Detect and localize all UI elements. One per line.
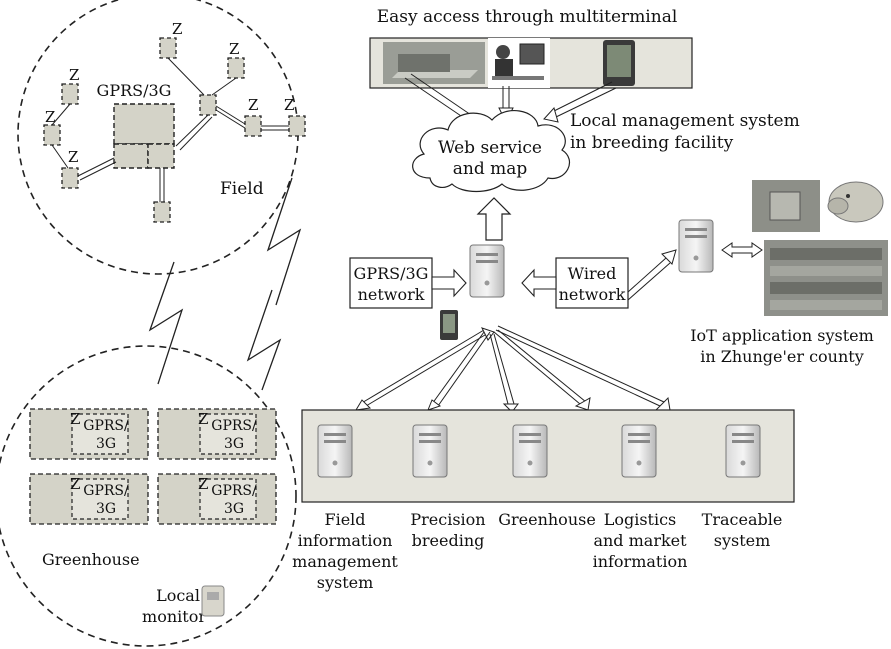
greenhouse-node-label: Z (198, 410, 208, 428)
web-service-cloud: Web service and map (412, 110, 570, 193)
web-service-label-line1: Web service (438, 138, 542, 158)
system-label-line: Field (324, 510, 365, 529)
wireless-link-bolts (148, 177, 302, 391)
field-node-label: Z (172, 20, 182, 38)
greenhouse-node-label: Z (198, 475, 208, 493)
field-label: Field (220, 179, 264, 199)
field-node-label: Z (68, 148, 78, 166)
laptop-terminal-picture (383, 42, 485, 84)
field-node-label: Z (69, 66, 79, 84)
access-title: Easy access through multiterminal (377, 7, 678, 27)
greenhouse-cell-label: GPRS/ (83, 483, 129, 499)
system-label-line: system (317, 573, 374, 592)
system-label-line: information (298, 531, 393, 550)
greenhouse-area: Z Z Z Z GPRS/ 3G GPRS/ 3G GPRS/ 3G GPRS/… (0, 345, 297, 647)
system-label-line: breeding (412, 531, 485, 550)
system-server (621, 424, 657, 478)
mobile-device-picture (440, 310, 458, 340)
system-label-line: Precision (410, 510, 485, 529)
wired-network-box: Wired network (555, 257, 629, 309)
field-node (199, 94, 217, 116)
circuit-board-picture (752, 180, 820, 232)
systems-bar (301, 409, 795, 503)
desktop-user-picture (488, 38, 550, 88)
greenhouse-cell-label: 3G (96, 501, 116, 517)
system-label-line: and market (593, 531, 687, 550)
system-server (412, 424, 448, 478)
local-monitor-device-picture (201, 585, 225, 617)
system-label-line: management (292, 552, 398, 571)
field-node (43, 124, 61, 146)
greenhouse-node-label: Z (70, 410, 80, 428)
greenhouse-cell-label: GPRS/ (211, 418, 257, 434)
gprs-network-label-line1: GPRS/3G (354, 264, 429, 283)
local-monitor-label-line1: Local (156, 586, 200, 605)
field-node-label: Z (229, 40, 239, 58)
system-label-line: Greenhouse (498, 510, 596, 529)
greenhouse-cell-label: 3G (96, 436, 116, 452)
greenhouse-cell-label: 3G (224, 436, 244, 452)
system-label-line: system (714, 531, 771, 550)
wired-to-server-arrow (521, 268, 557, 298)
gprs-to-server-arrow (431, 268, 467, 298)
gprs-network-box: GPRS/3G network (349, 257, 433, 309)
field-links (51, 57, 289, 202)
system-server (317, 424, 353, 478)
field-gprs-device (113, 103, 175, 145)
field-node-label: Z (45, 108, 55, 126)
system-label-line: Logistics (604, 510, 677, 529)
system-server (725, 424, 761, 478)
web-service-label-line2: and map (453, 159, 528, 179)
local-mgmt-label-line1: Local management system (570, 111, 800, 131)
iot-to-wired-arrow (627, 249, 677, 301)
greenhouse-area-label: Greenhouse (42, 550, 140, 569)
mobile-terminal-picture (603, 40, 635, 86)
iot-caption-line2: in Zhunge'er county (700, 347, 864, 366)
server-to-cloud-arrow (476, 197, 512, 241)
field-area: GPRS/3G Z Z Z Z Z Z Z (17, 0, 306, 275)
field-node (227, 57, 245, 79)
central-server (469, 244, 505, 298)
field-node (288, 115, 306, 137)
greenhouse-node-label: Z (70, 475, 80, 493)
iot-factory-picture (764, 240, 888, 316)
field-node (244, 115, 262, 137)
system-label-line: Traceable (702, 510, 783, 529)
field-node-label: Z (284, 96, 294, 114)
local-mgmt-label-line2: in breeding facility (570, 133, 734, 153)
server-to-systems-arrows (355, 325, 671, 413)
wired-network-label-line2: network (559, 285, 626, 304)
gprs-network-label-line2: network (358, 285, 425, 304)
field-node (153, 201, 171, 223)
greenhouse-cell-label: GPRS/ (211, 483, 257, 499)
system-server (512, 424, 548, 478)
field-node (61, 167, 79, 189)
field-node (159, 37, 177, 59)
local-monitor-label-line2: monitor (142, 607, 206, 626)
field-node-label: Z (248, 96, 258, 114)
greenhouse-cell-label: 3G (224, 501, 244, 517)
system-label-line: information (593, 552, 688, 571)
field-gprs-label: GPRS/3G (97, 81, 172, 100)
iot-server (678, 219, 714, 273)
greenhouse-cell-label: GPRS/ (83, 418, 129, 434)
iot-server-to-pictures-arrow (721, 242, 763, 258)
field-node (61, 83, 79, 105)
iot-caption-line1: IoT application system (690, 326, 874, 345)
wired-network-label-line1: Wired (568, 264, 617, 283)
pig-picture (827, 181, 884, 223)
